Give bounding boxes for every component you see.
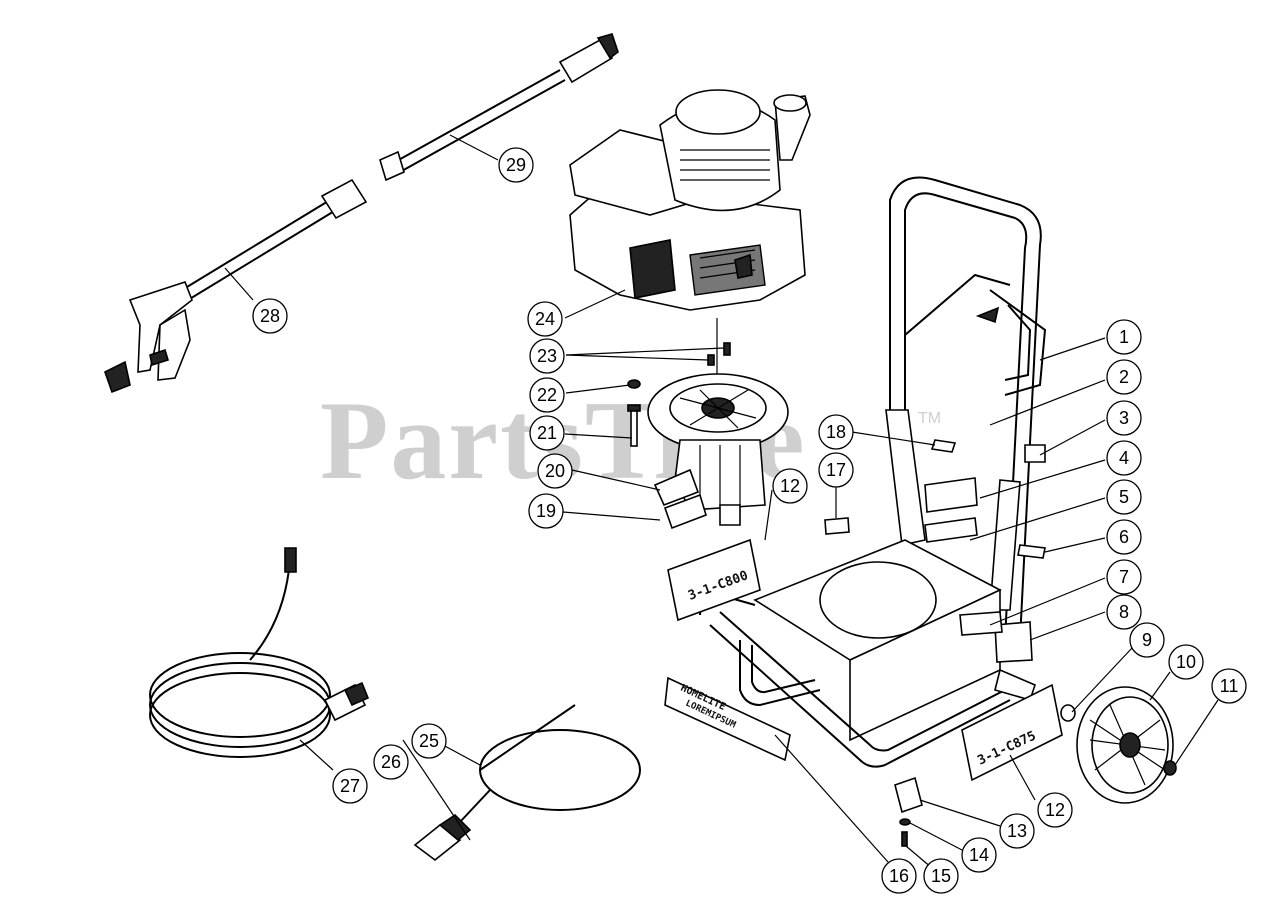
- callout-9[interactable]: 9: [1129, 622, 1165, 658]
- svg-text:12: 12: [1045, 800, 1065, 820]
- svg-text:29: 29: [506, 155, 526, 175]
- callout-23[interactable]: 23: [529, 338, 565, 374]
- callout-16[interactable]: 16: [881, 858, 917, 894]
- svg-text:15: 15: [931, 866, 951, 886]
- callout-25[interactable]: 25: [411, 723, 447, 759]
- engine-part[interactable]: [569, 89, 811, 311]
- lance-wand-part[interactable]: [379, 33, 619, 182]
- callout-4[interactable]: 4: [1106, 440, 1142, 476]
- callout-6[interactable]: 6: [1106, 519, 1142, 555]
- callout-14[interactable]: 14: [961, 837, 997, 873]
- svg-text:21: 21: [537, 423, 557, 443]
- svg-text:26: 26: [381, 752, 401, 772]
- svg-text:28: 28: [260, 306, 280, 326]
- svg-text:27: 27: [340, 776, 360, 796]
- svg-text:18: 18: [826, 422, 846, 442]
- callout-18[interactable]: 18: [818, 414, 854, 450]
- pump-part[interactable]: [647, 373, 789, 530]
- svg-text:3: 3: [1119, 408, 1129, 428]
- svg-text:24: 24: [535, 309, 555, 329]
- svg-text:6: 6: [1119, 527, 1129, 547]
- callout-13[interactable]: 13: [999, 813, 1035, 849]
- svg-text:7: 7: [1119, 567, 1129, 587]
- callout-29[interactable]: 29: [498, 147, 534, 183]
- hose-part[interactable]: [149, 547, 370, 758]
- svg-text:13: 13: [1007, 821, 1027, 841]
- callout-26[interactable]: 26: [373, 744, 409, 780]
- pickup-tube-part[interactable]: [413, 704, 641, 862]
- callout-12-right[interactable]: 12: [1037, 792, 1073, 828]
- svg-text:10: 10: [1176, 652, 1196, 672]
- svg-text:12: 12: [780, 476, 800, 496]
- callout-7[interactable]: 7: [1106, 559, 1142, 595]
- callout-10[interactable]: 10: [1168, 644, 1204, 680]
- svg-text:4: 4: [1119, 448, 1129, 468]
- callout-27[interactable]: 27: [332, 768, 368, 804]
- svg-text:11: 11: [1220, 676, 1239, 696]
- callout-28[interactable]: 28: [252, 298, 288, 334]
- svg-text:20: 20: [545, 461, 565, 481]
- svg-text:19: 19: [536, 501, 556, 521]
- callout-19[interactable]: 19: [528, 493, 564, 529]
- svg-text:22: 22: [537, 385, 557, 405]
- svg-text:2: 2: [1119, 367, 1129, 387]
- decals-group: [824, 306, 1046, 663]
- callout-5[interactable]: 5: [1106, 479, 1142, 515]
- callout-12-left[interactable]: 12: [772, 468, 808, 504]
- callout-3[interactable]: 3: [1106, 400, 1142, 436]
- valve-part[interactable]: [894, 776, 923, 847]
- svg-text:9: 9: [1142, 630, 1152, 650]
- callout-22[interactable]: 22: [529, 377, 565, 413]
- svg-text:14: 14: [969, 845, 989, 865]
- callout-2[interactable]: 2: [1106, 359, 1142, 395]
- model-decal-right: 3-1-C875: [961, 683, 1063, 782]
- bolt-part[interactable]: [627, 379, 641, 447]
- model-decal-left: 3-1-C800: [667, 538, 761, 622]
- wheel-part[interactable]: [1060, 686, 1177, 804]
- callout-1[interactable]: 1: [1106, 319, 1142, 355]
- callout-24[interactable]: 24: [527, 301, 563, 337]
- svg-text:23: 23: [537, 346, 557, 366]
- svg-text:16: 16: [889, 866, 909, 886]
- callout-15[interactable]: 15: [923, 858, 959, 894]
- callout-11[interactable]: 11: [1211, 668, 1247, 704]
- callout-8[interactable]: 8: [1106, 594, 1142, 630]
- svg-text:17: 17: [826, 460, 846, 480]
- svg-text:25: 25: [419, 731, 439, 751]
- svg-text:5: 5: [1119, 487, 1129, 507]
- watermark-trademark: TM: [918, 410, 942, 427]
- svg-text:8: 8: [1119, 602, 1129, 622]
- callout-17[interactable]: 17: [818, 452, 854, 488]
- svg-text:1: 1: [1119, 327, 1129, 347]
- spray-gun-part[interactable]: [104, 178, 368, 394]
- leader-lines: [224, 134, 1219, 869]
- callout-21[interactable]: 21: [529, 415, 565, 451]
- callout-20[interactable]: 20: [537, 453, 573, 489]
